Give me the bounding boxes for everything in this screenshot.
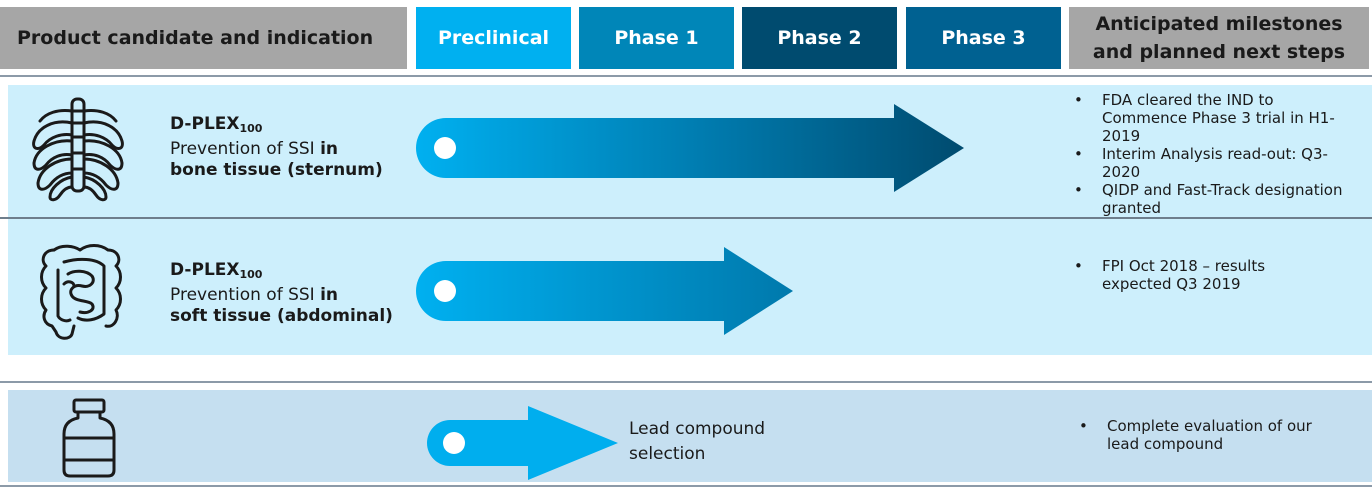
- candidate-name-text: D-PLEX: [170, 260, 240, 280]
- header-phase-3: Phase 3: [906, 7, 1061, 69]
- milestone-item: •FPI Oct 2018 – results expected Q3 2019: [1074, 257, 1266, 293]
- milestone-item: •QIDP and Fast-Track designation granted: [1074, 181, 1343, 217]
- header-preclinical: Preclinical: [416, 7, 571, 69]
- header-preclinical-label: Preclinical: [437, 27, 550, 49]
- header-product-label: Product candidate and indication: [17, 27, 374, 49]
- header-milestones-line2: and planned next steps: [1092, 41, 1346, 63]
- progress-arrow-abdominal: [416, 247, 793, 335]
- header-milestones-line1: Anticipated milestones: [1095, 13, 1343, 35]
- indication-line2: bone tissue (sternum): [170, 160, 383, 180]
- header-divider: [0, 75, 1372, 77]
- bottom-divider: [0, 485, 1372, 487]
- header-phase-1: Phase 1: [579, 7, 734, 69]
- milestones-sternum: •FDA cleared the IND to Commence Phase 3…: [1074, 91, 1352, 217]
- bullet-icon: •: [1074, 181, 1083, 199]
- medicine-bottle-icon: [62, 398, 116, 478]
- bullet-icon: •: [1079, 417, 1088, 435]
- milestones-lead: •Complete evaluation of our lead compoun…: [1079, 417, 1337, 453]
- milestone-item: •Complete evaluation of our lead compoun…: [1079, 417, 1312, 453]
- header-phase-2-label: Phase 2: [777, 27, 862, 49]
- bullet-icon: •: [1074, 91, 1083, 109]
- milestone-item: •FDA cleared the IND to Commence Phase 3…: [1074, 91, 1335, 145]
- milestones-abdominal: •FPI Oct 2018 – results expected Q3 2019: [1074, 257, 1302, 293]
- row-divider: [0, 217, 1372, 219]
- intestine-icon: [40, 244, 122, 340]
- section-divider: [0, 381, 1372, 383]
- bullet-icon: •: [1074, 145, 1083, 163]
- ribcage-icon: [32, 97, 124, 202]
- candidate-name-subscript: 100: [239, 268, 263, 281]
- header-product-candidate: Product candidate and indication: [0, 7, 407, 69]
- candidate-name-text: D-PLEX: [170, 114, 240, 134]
- indication-line1: Prevention of SSI in: [170, 285, 393, 306]
- progress-arrow-sternum: [416, 104, 964, 192]
- milestone-item: •Interim Analysis read-out: Q3-2020: [1074, 145, 1328, 181]
- header-milestones: Anticipated milestones and planned next …: [1069, 7, 1369, 69]
- indication-line2: soft tissue (abdominal): [170, 306, 393, 326]
- pipeline-row-lead-compound: [8, 390, 1372, 482]
- candidate-abdominal: D-PLEX100 Prevention of SSI in soft tiss…: [170, 260, 393, 327]
- candidate-name: D-PLEX100: [170, 114, 383, 139]
- candidate-sternum: D-PLEX100 Prevention of SSI in bone tiss…: [170, 114, 383, 181]
- header-phase-1-label: Phase 1: [614, 27, 699, 49]
- header-phase-3-label: Phase 3: [941, 27, 1026, 49]
- progress-arrow-lead: [427, 406, 618, 480]
- indication-plain-text: Prevention of SSI: [170, 139, 321, 159]
- bullet-icon: •: [1074, 257, 1083, 275]
- indication-line1: Prevention of SSI in: [170, 139, 383, 160]
- candidate-name: D-PLEX100: [170, 260, 393, 285]
- lead-compound-line1: Lead compound: [629, 419, 766, 439]
- lead-compound-line2: selection: [629, 444, 706, 464]
- header-phase-2: Phase 2: [742, 7, 897, 69]
- indication-bold-text: in: [320, 285, 339, 305]
- lead-compound-label: Lead compound selection: [629, 417, 765, 467]
- indication-plain-text: Prevention of SSI: [170, 285, 321, 305]
- candidate-name-subscript: 100: [239, 122, 263, 135]
- indication-bold-text: in: [320, 139, 339, 159]
